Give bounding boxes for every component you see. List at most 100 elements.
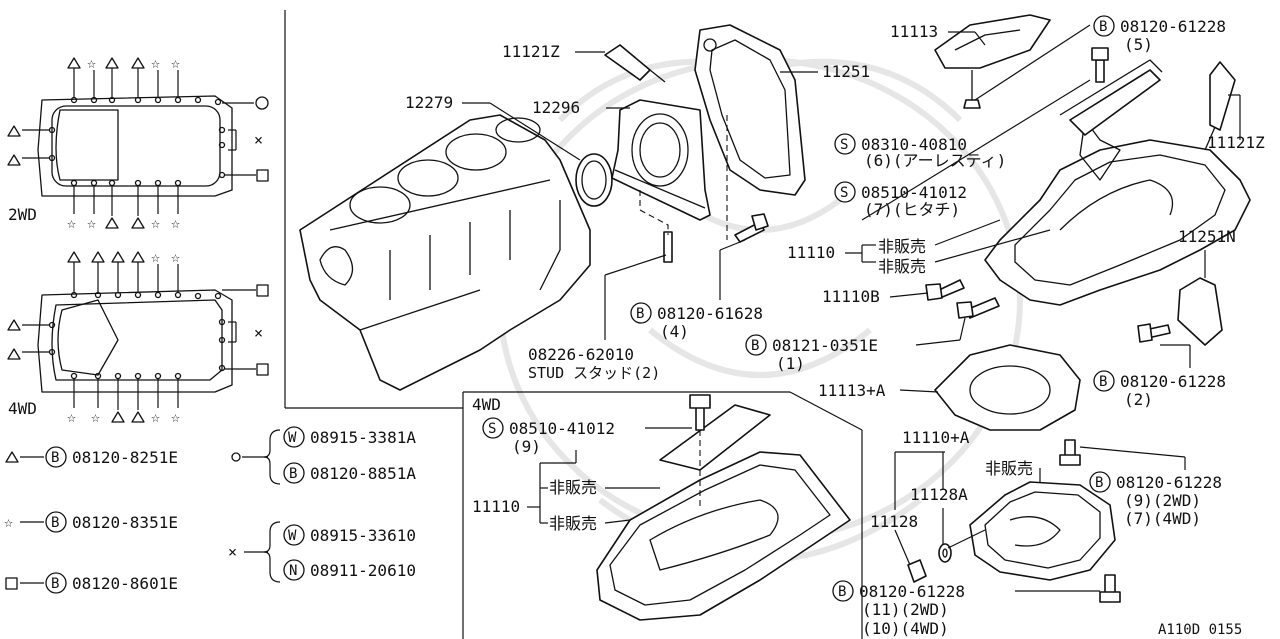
label-08120-61228-d-qty2: (10)(4WD)	[862, 619, 949, 638]
sealant-tube-top	[604, 44, 666, 83]
label-08120-61228-c-qty2: (7)(4WD)	[1124, 509, 1201, 528]
inset-4wd-labels: 4WD S 08510-41012 (9) 11110 非販売 非販売	[472, 395, 615, 533]
sealant-tube-right	[1204, 61, 1236, 151]
label-08120-61228-c: 08120-61228	[1116, 473, 1222, 492]
label-11113a: 11113+A	[818, 381, 886, 400]
triangle-symbols-2wd-top	[67, 57, 145, 98]
svg-text:☆: ☆	[151, 214, 160, 232]
label-11251: 11251	[822, 62, 870, 81]
block-bolts	[639, 115, 769, 263]
svg-text:B: B	[289, 466, 297, 482]
label-08510-41012: 08510-41012	[861, 183, 967, 202]
svg-text:B: B	[838, 584, 846, 600]
label-11110a: 11110+A	[902, 428, 970, 447]
triangle-left-3	[7, 319, 21, 331]
svg-text:B: B	[1099, 19, 1107, 35]
drawing-code: A110D 0155	[1158, 622, 1242, 638]
layout-label-2wd: 2WD	[8, 205, 37, 224]
inset-label-08510-41012-qty: (9)	[512, 437, 541, 456]
label-hihanbai-2: 非販売	[878, 257, 926, 276]
svg-text:☆: ☆	[171, 214, 180, 232]
gasket-layout-2wd: ☆☆☆ ☆ ☆ ☆ ☆ × 2WD	[7, 54, 269, 232]
rear-plate-gasket	[694, 24, 806, 196]
label-08120-61228-c-qty1: (9)(2WD)	[1124, 491, 1201, 510]
rear-seal-retainer	[611, 99, 711, 221]
svg-text:B: B	[51, 450, 59, 466]
triangle-left-2	[7, 154, 21, 166]
svg-text:S: S	[840, 137, 848, 153]
callout-labels: 11121Z 11251 12279 12296 11113 B 08120-6…	[405, 15, 1265, 638]
square-symbol-2wd	[256, 169, 269, 182]
leader-lines	[462, 24, 1241, 592]
svg-text:☆: ☆	[4, 513, 13, 531]
svg-text:☆: ☆	[87, 214, 96, 232]
svg-text:B: B	[751, 338, 759, 354]
drain-plug-and-washer	[907, 543, 952, 583]
square-symbol-4wd-1	[256, 284, 269, 297]
cross-part-number-n: 08911-20610	[310, 561, 416, 580]
label-08310-40810: 08310-40810	[861, 135, 967, 154]
symbols-2wd-bottom: ☆ ☆ ☆ ☆	[67, 186, 180, 232]
svg-text:N: N	[289, 563, 297, 579]
label-08120-61628-qty: (4)	[660, 322, 689, 341]
triangle-symbols-4wd-top: ☆☆	[67, 248, 180, 293]
label-12296: 12296	[532, 98, 580, 117]
square-symbol-4wd-2	[256, 363, 269, 376]
label-08121-0351e-qty: (1)	[776, 354, 805, 373]
svg-text:B: B	[51, 576, 59, 592]
layout-label-4wd: 4WD	[8, 399, 37, 418]
svg-text:☆: ☆	[171, 248, 180, 266]
svg-text:☆: ☆	[67, 214, 76, 232]
inset-title-4wd: 4WD	[472, 395, 501, 414]
upper-pan-bolts	[925, 47, 1109, 319]
label-hihanbai-3: 非販売	[985, 459, 1033, 478]
inset-label-hihanbai-2: 非販売	[549, 514, 597, 533]
svg-text:B: B	[1095, 475, 1103, 491]
label-08120-61228-b-qty: (2)	[1124, 390, 1153, 409]
lower-oil-pan-4wd	[969, 481, 1121, 603]
baffle-plate-11113a	[934, 344, 1081, 466]
label-08120-61228-a: 08120-61228	[1120, 17, 1226, 36]
inset-label-11110: 11110	[472, 497, 520, 516]
svg-text:B: B	[636, 306, 644, 322]
label-08226-62010: 08226-62010	[528, 345, 634, 364]
label-08510-41012-note: (7)(ヒタチ)	[864, 200, 960, 219]
label-stud: STUD スタッド(2)	[528, 364, 660, 382]
cylinder-block	[299, 114, 591, 391]
legend-key: B 08120-8251E W 08915-3381A B 08120-8851…	[4, 426, 416, 594]
svg-text:☆: ☆	[171, 408, 180, 426]
cross-part-number-w: 08915-33610	[310, 526, 416, 545]
label-08120-61228-d: 08120-61228	[859, 582, 965, 601]
svg-text:S: S	[840, 185, 848, 201]
cover-11251n	[1137, 277, 1223, 346]
star-symbols-2wd-top: ☆☆☆	[87, 54, 180, 98]
circle-part-number-b: 08120-8851A	[310, 464, 416, 483]
label-08121-0351e: 08121-0351E	[772, 336, 878, 355]
svg-text:B: B	[51, 515, 59, 531]
label-11251n: 11251N	[1178, 227, 1236, 246]
label-11121z-right: 11121Z	[1207, 133, 1265, 152]
label-11110b: 11110B	[822, 287, 880, 306]
svg-text:☆: ☆	[151, 248, 160, 266]
svg-text:☆: ☆	[151, 54, 160, 72]
svg-text:S: S	[488, 421, 496, 437]
triangle-left-4	[7, 348, 21, 360]
label-08120-61628: 08120-61628	[657, 304, 763, 323]
svg-text:☆: ☆	[91, 408, 100, 426]
frame-lines	[284, 10, 863, 639]
svg-text:×: ×	[228, 543, 237, 561]
inset-label-hihanbai-1: 非販売	[549, 478, 597, 497]
label-11128: 11128	[870, 512, 918, 531]
square-part-number: 08120-8601E	[72, 574, 178, 593]
triangle-left-1	[7, 125, 21, 137]
svg-text:×: ×	[254, 131, 263, 149]
label-hihanbai-1: 非販売	[878, 237, 926, 256]
label-08120-61228-b: 08120-61228	[1120, 372, 1226, 391]
inset-label-08510-41012: 08510-41012	[509, 419, 615, 438]
upper-oil-pan	[984, 59, 1251, 306]
svg-text:×: ×	[254, 324, 263, 342]
label-08310-40810-note: (6)(アーレスティ)	[864, 151, 1006, 170]
svg-text:B: B	[1099, 374, 1107, 390]
